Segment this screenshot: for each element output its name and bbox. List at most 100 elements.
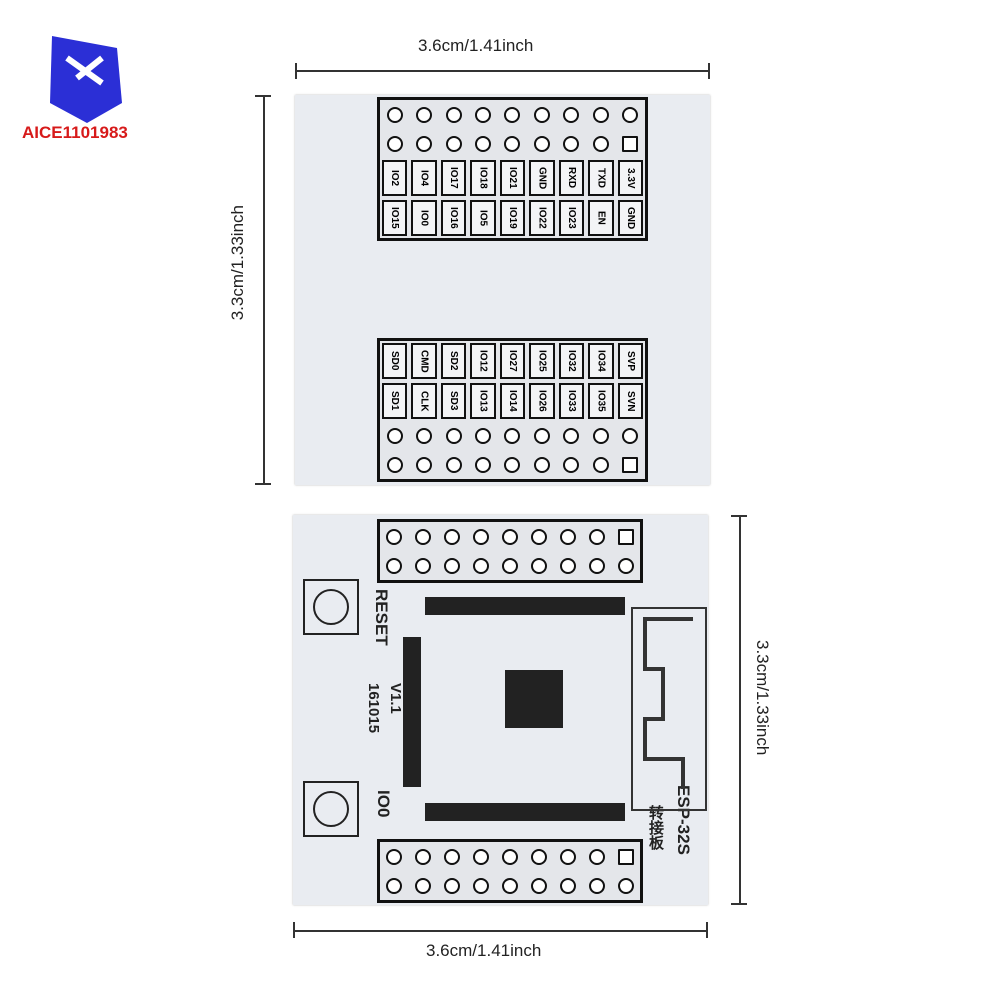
header-pin <box>553 551 582 580</box>
header-pin <box>616 129 645 158</box>
antenna-trace <box>631 607 707 811</box>
pin-label: IO14 <box>499 383 526 419</box>
header-pin <box>496 551 525 580</box>
header-pin <box>611 551 640 580</box>
pin-label: IO23 <box>558 200 585 236</box>
pin-label: IO13 <box>470 383 496 419</box>
io0-label: IO0 <box>374 790 393 818</box>
header-pin <box>557 129 586 158</box>
left-pad-column <box>403 637 421 787</box>
header-pin <box>409 842 438 871</box>
bottom-height-label: 3.3cm/1.33inch <box>753 640 772 756</box>
header-pin <box>468 421 497 450</box>
pin-label: IO26 <box>529 383 555 419</box>
header-pin <box>586 450 615 479</box>
pin-label: GND <box>617 200 643 236</box>
header-pin <box>498 421 527 450</box>
header-pin <box>582 871 611 900</box>
header-pin <box>553 871 582 900</box>
reset-label: RESET <box>372 589 391 646</box>
header-pin <box>467 551 496 580</box>
header-pin <box>527 421 556 450</box>
pin-label: IO17 <box>440 160 467 196</box>
bottom-board: RESET V1.1 161015 IO0 ESP-32S 转接板 <box>293 515 708 905</box>
header-pin <box>553 842 582 871</box>
bottom-height-line <box>739 515 741 905</box>
dimension-tick <box>731 515 747 517</box>
header-pin <box>553 522 582 551</box>
reset-button[interactable] <box>303 579 359 635</box>
header-pin <box>380 842 409 871</box>
header-pin <box>527 450 556 479</box>
pin-label: IO16 <box>440 200 467 236</box>
pin-label: IO4 <box>411 160 437 196</box>
top-pad-row <box>425 597 625 615</box>
header-pin <box>582 522 611 551</box>
bottom-header-lower <box>377 839 643 903</box>
header-pin <box>409 522 438 551</box>
header-pin <box>409 421 438 450</box>
dimension-tick <box>706 922 708 938</box>
header-pin <box>467 871 496 900</box>
top-width-line <box>295 70 709 72</box>
header-pin <box>439 450 468 479</box>
header-pin <box>557 100 586 129</box>
header-pin <box>524 842 553 871</box>
header-pin <box>439 100 468 129</box>
pin-label: IO2 <box>382 160 408 196</box>
pin-label: GND <box>529 160 555 196</box>
header-pin <box>409 129 438 158</box>
header-pin <box>496 871 525 900</box>
pin-label: IO22 <box>529 200 555 236</box>
header-pin <box>468 129 497 158</box>
header-pin <box>380 129 409 158</box>
pin-label: CMD <box>411 343 437 379</box>
pin-label: CLK <box>411 383 437 419</box>
header-pin <box>524 522 553 551</box>
header-pin <box>438 842 467 871</box>
header-pin <box>557 421 586 450</box>
header-pin <box>468 100 497 129</box>
header-pin <box>611 522 640 551</box>
io0-button[interactable] <box>303 781 359 837</box>
svg-text:AICE1101983: AICE1101983 <box>22 123 128 140</box>
top-height-label: 3.3cm/1.33inch <box>228 205 247 321</box>
pin-label: IO18 <box>470 160 496 196</box>
top-height-line <box>263 95 265 485</box>
dimension-tick <box>255 483 271 485</box>
dimension-tick <box>293 922 295 938</box>
pin-label: RXD <box>558 160 585 196</box>
dimension-tick <box>708 63 710 79</box>
pin-label: IO33 <box>558 383 585 419</box>
header-pin <box>611 842 640 871</box>
pin-label: IO15 <box>382 200 408 236</box>
header-pin <box>380 450 409 479</box>
pin-label: IO34 <box>588 343 614 379</box>
header-pin <box>557 450 586 479</box>
pin-label: IO27 <box>499 343 526 379</box>
header-pin <box>380 871 409 900</box>
adapter-label: 转接板 <box>647 805 664 850</box>
pin-label: IO21 <box>499 160 526 196</box>
header-pin <box>498 100 527 129</box>
header-pin <box>586 100 615 129</box>
brand-logo: AICE1101983 <box>22 28 152 142</box>
header-pin <box>586 421 615 450</box>
center-ground-pad <box>505 670 563 728</box>
bottom-width-line <box>293 930 707 932</box>
header-pin <box>438 522 467 551</box>
version-label: V1.1 <box>387 683 404 714</box>
header-pin <box>498 129 527 158</box>
header-pin <box>524 871 553 900</box>
header-pin <box>611 871 640 900</box>
header-pin <box>380 551 409 580</box>
header-pin <box>409 100 438 129</box>
dimension-tick <box>731 903 747 905</box>
pin-label: IO12 <box>470 343 496 379</box>
pin-label: IO5 <box>470 200 496 236</box>
pin-label: IO35 <box>588 383 614 419</box>
pin-label: SVP <box>617 343 643 379</box>
header-pin <box>527 129 556 158</box>
